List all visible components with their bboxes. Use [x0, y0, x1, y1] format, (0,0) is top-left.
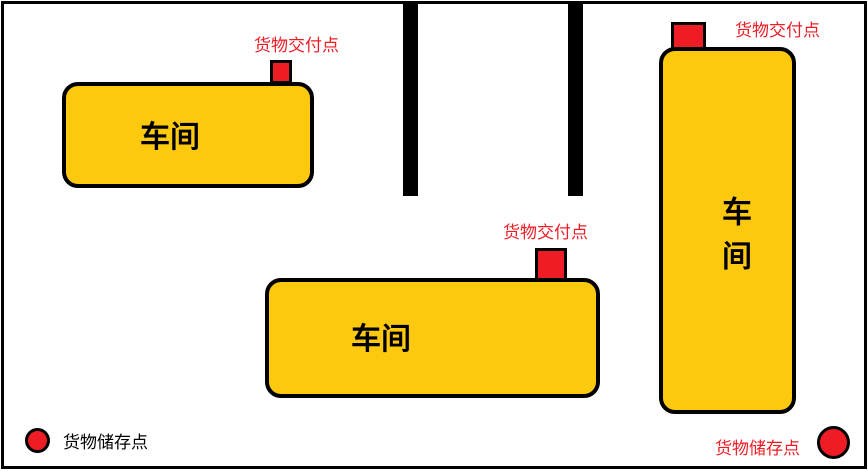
workshop-right-vertical: 车间 — [659, 47, 796, 414]
storage-point-label: 货物储存点 — [63, 433, 148, 453]
delivery-point-label: 货物交付点 — [503, 223, 588, 243]
wall-divider-left — [403, 4, 418, 196]
storage-point-marker — [25, 428, 50, 453]
delivery-point-marker — [535, 248, 567, 281]
delivery-point-label: 货物交付点 — [254, 36, 339, 56]
delivery-point-label: 货物交付点 — [735, 21, 820, 41]
workshop-label: 车间 — [351, 322, 411, 357]
delivery-point-marker — [270, 60, 292, 84]
workshop-bottom-middle: 车间 — [265, 278, 600, 398]
delivery-point-marker — [671, 22, 706, 50]
storage-point-label: 货物储存点 — [715, 439, 800, 459]
workshop-label: 车间 — [140, 120, 200, 155]
workshop-label: 车间 — [716, 196, 751, 284]
wall-divider-right — [568, 4, 583, 196]
workshop-top-left: 车间 — [62, 82, 314, 188]
storage-point-marker — [817, 426, 850, 459]
